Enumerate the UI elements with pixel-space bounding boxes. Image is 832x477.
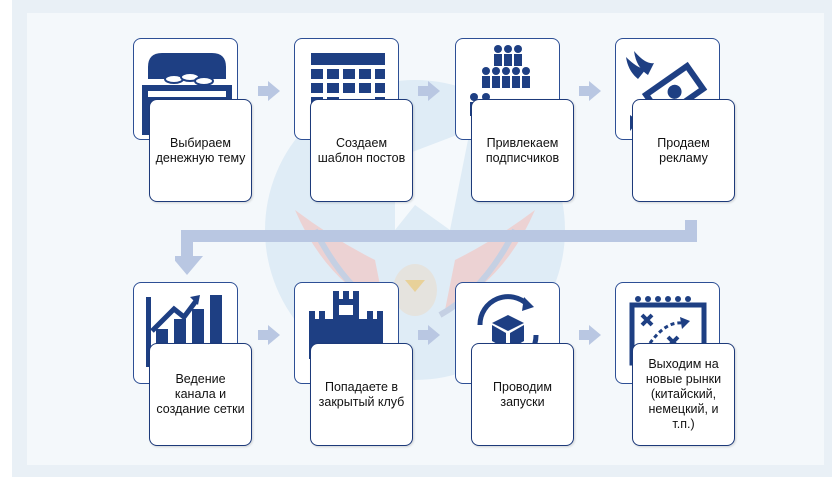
step-1-card: Выбираем денежную тему	[149, 99, 252, 202]
strategy-board-icon	[629, 296, 707, 366]
step-5-card: Ведение канала и создание сетки	[149, 343, 252, 446]
step-8-label: Выходим на новые рынки (китайский, немец…	[645, 357, 722, 431]
step-1-label: Выбираем денежную тему	[155, 135, 246, 165]
step-6-card: Попадаете в закрытый клуб	[310, 343, 413, 446]
step-4-label: Продаем рекламу	[657, 135, 710, 165]
step-7-card: Проводим запуски	[471, 343, 574, 446]
step-4-card: Продаем рекламу	[632, 99, 735, 202]
calendar-icon	[311, 53, 385, 107]
arrow-right-icon	[258, 81, 280, 101]
step-8-card: Выходим на новые рынки (китайский, немец…	[632, 343, 735, 446]
step-5-label: Ведение канала и создание сетки	[156, 372, 245, 416]
step-6-label: Попадаете в закрытый клуб	[318, 379, 405, 409]
step-7-label: Проводим запуски	[493, 379, 552, 409]
step-3-label: Привлекаем подписчиков	[485, 135, 560, 165]
arrow-right-icon	[418, 325, 440, 345]
arrow-right-icon	[418, 81, 440, 101]
arrow-right-icon	[258, 325, 280, 345]
arrow-right-icon	[579, 81, 601, 101]
row-connector-arrow	[175, 220, 697, 275]
step-2-card: Создаем шаблон постов	[310, 99, 413, 202]
step-2-label: Создаем шаблон постов	[317, 135, 406, 165]
step-3-card: Привлекаем подписчиков	[471, 99, 574, 202]
arrow-right-icon	[579, 325, 601, 345]
